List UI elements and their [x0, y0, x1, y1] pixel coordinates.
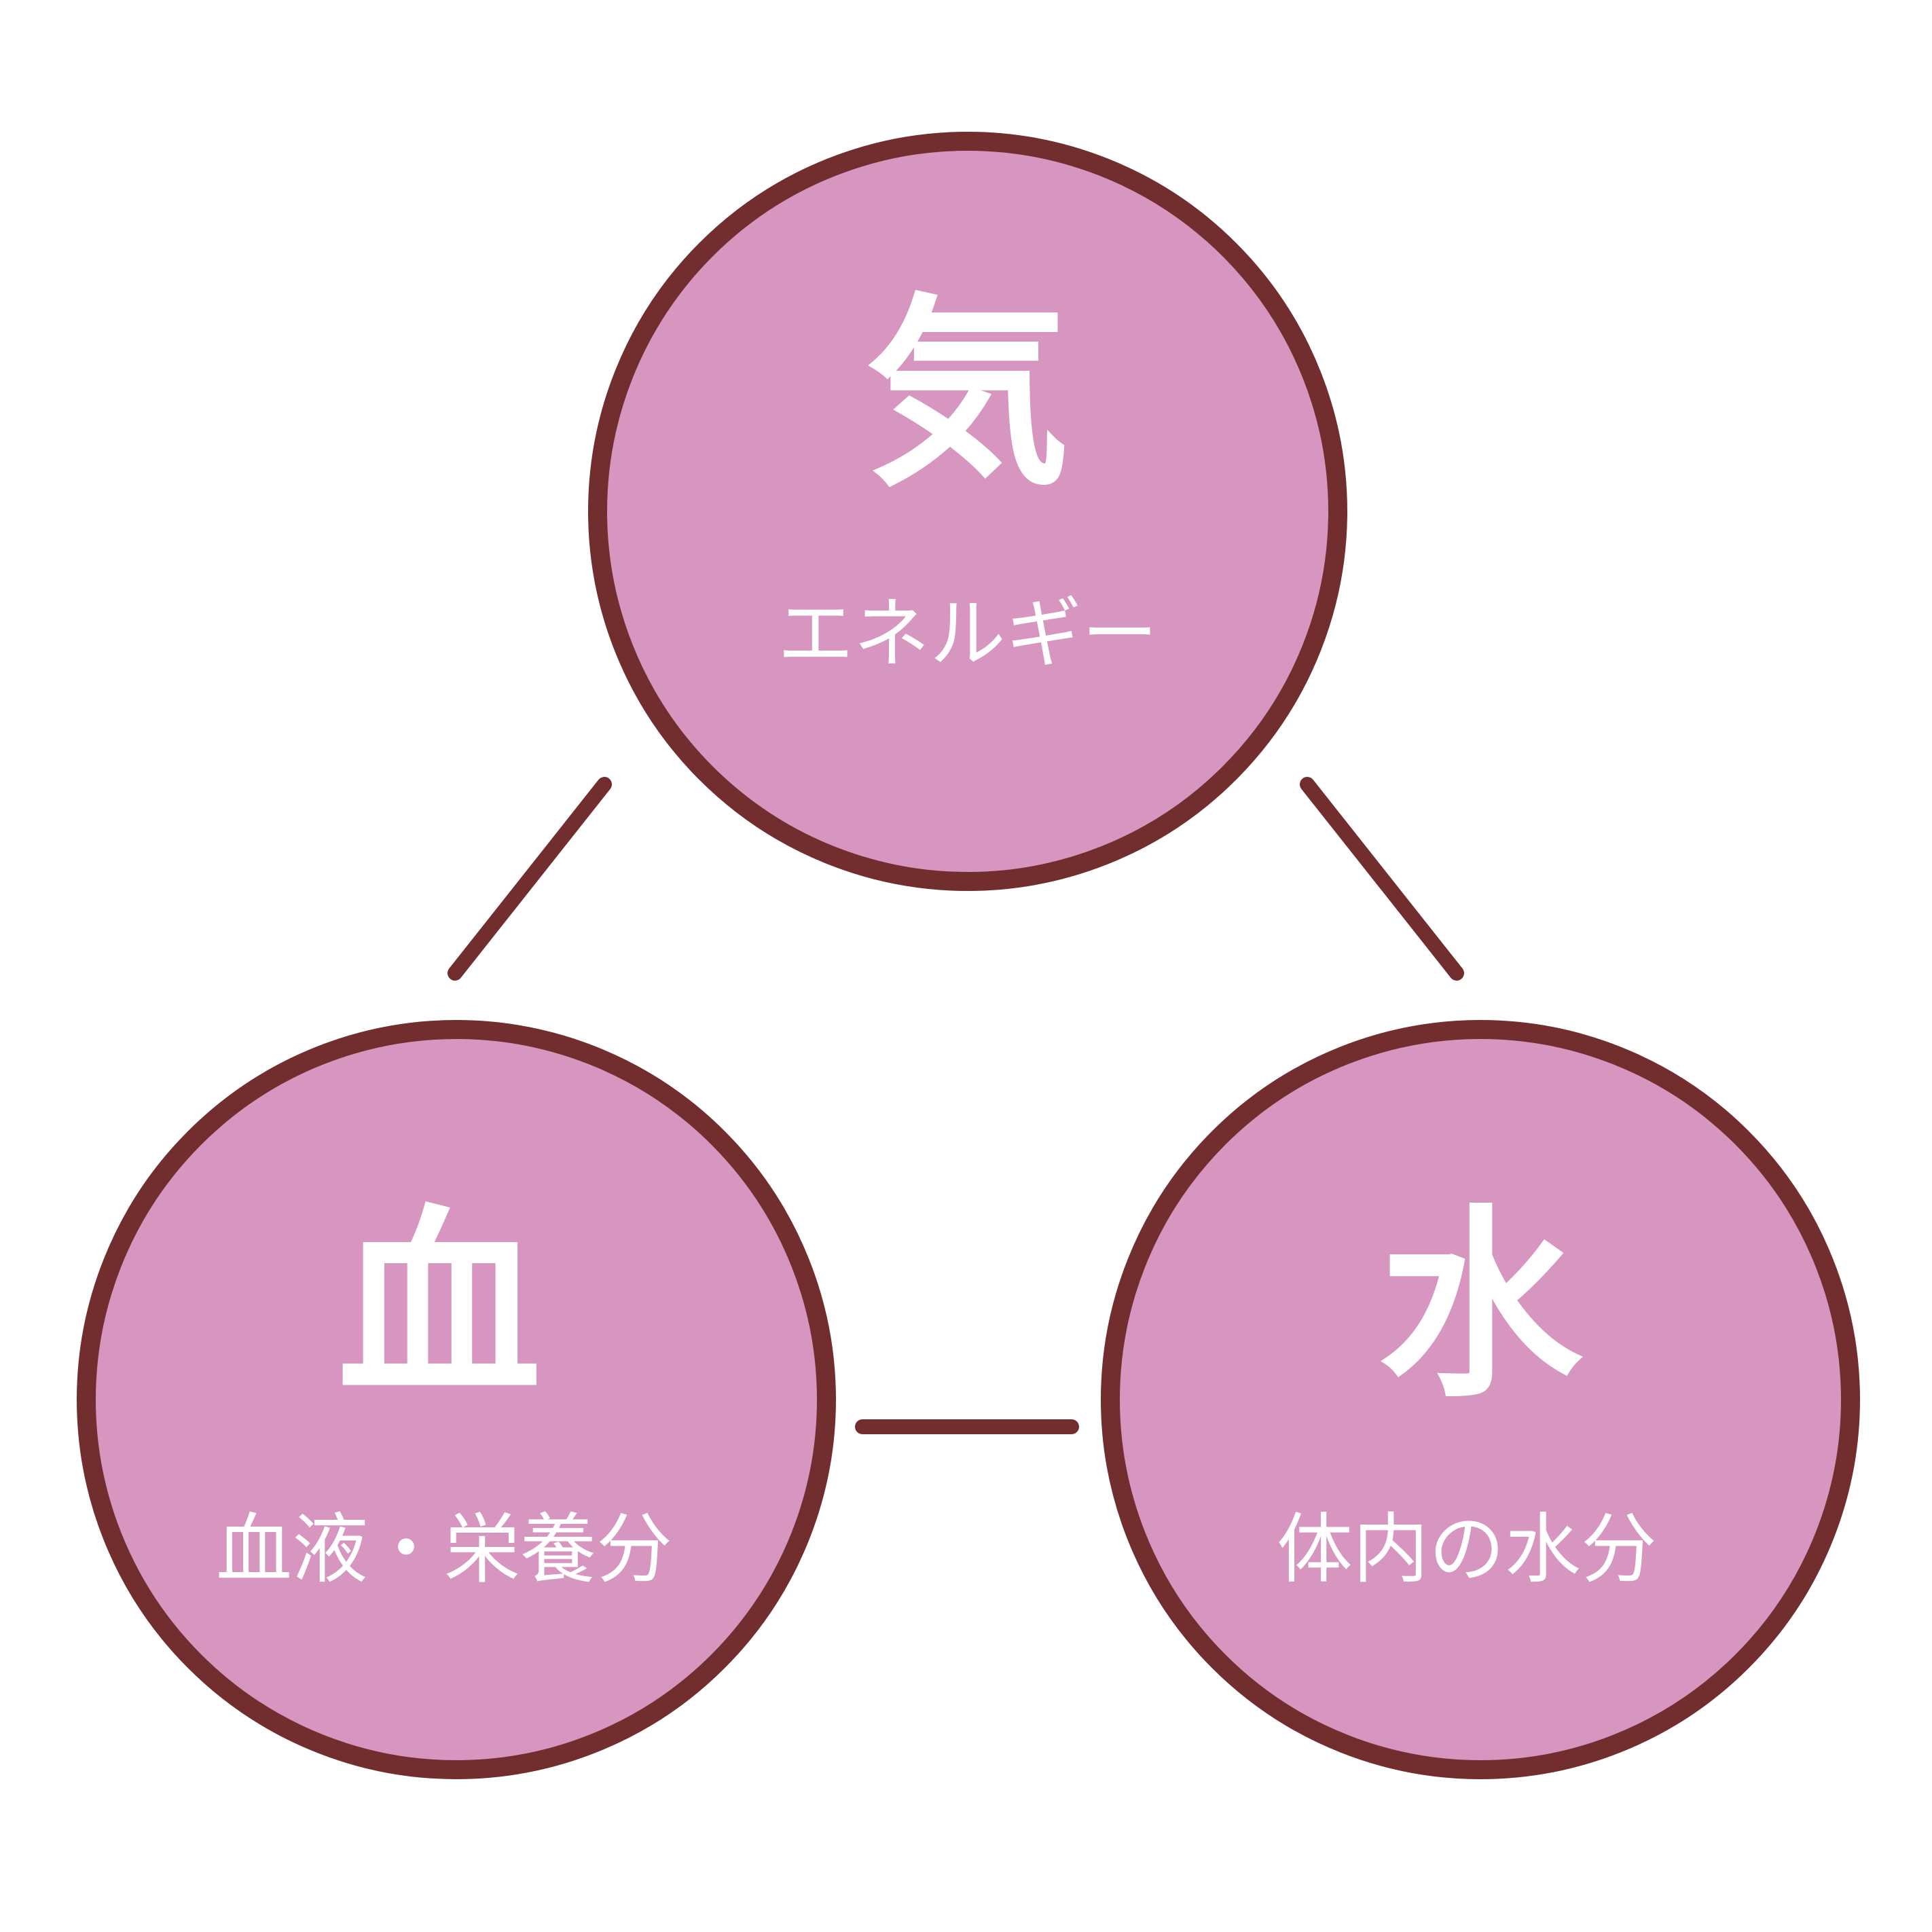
node-ki-symbol: 気 [866, 276, 1070, 513]
node-sui: 水 体内の水分 [1101, 1020, 1860, 1779]
node-ki-caption: エネルギー [778, 590, 1158, 678]
node-ki: 気 エネルギー [588, 132, 1347, 891]
node-ketsu-circle [77, 1020, 836, 1779]
node-ketsu: 血 血液・栄養分 [77, 1020, 836, 1779]
connector-ki-ketsu [448, 777, 612, 981]
node-ketsu-caption: 血液・栄養分 [216, 1506, 672, 1594]
connector-ki-sui [1300, 777, 1464, 981]
node-ketsu-symbol: 血 [338, 1188, 541, 1425]
node-sui-caption: 体内の水分 [1277, 1506, 1657, 1594]
node-sui-circle [1101, 1020, 1860, 1779]
node-ki-circle [588, 132, 1347, 891]
node-sui-symbol: 水 [1379, 1188, 1586, 1425]
